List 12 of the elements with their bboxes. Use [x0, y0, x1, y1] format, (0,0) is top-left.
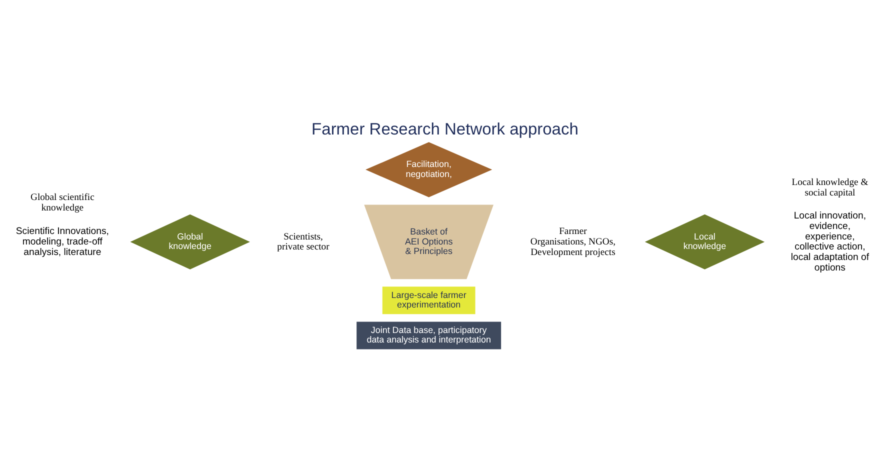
label: Scientific Innovations, modeling, trade-off analysis, literature [16, 226, 109, 258]
node-diamond: Global knowledge [130, 214, 250, 270]
label: Farmer Organisations, NGOs, Development projects [530, 226, 616, 258]
node-box: Large-scale farmer experimentation [382, 286, 476, 314]
node-diamond: Local knowledge [644, 214, 765, 270]
label: Global scientific knowledge [30, 192, 94, 214]
label: Scientists, private sector [277, 231, 330, 253]
node-diamond: Facilitation, negotiation, [366, 142, 492, 198]
label: Local innovation, evidence, experience, collective action, local adaptation of options [790, 210, 870, 274]
node-box: Joint Data base, participatory data analysis and interpretation [356, 322, 502, 350]
diagram-title: Farmer Research Network approach [312, 120, 578, 139]
label: Local knowledge & social capital [792, 176, 868, 198]
